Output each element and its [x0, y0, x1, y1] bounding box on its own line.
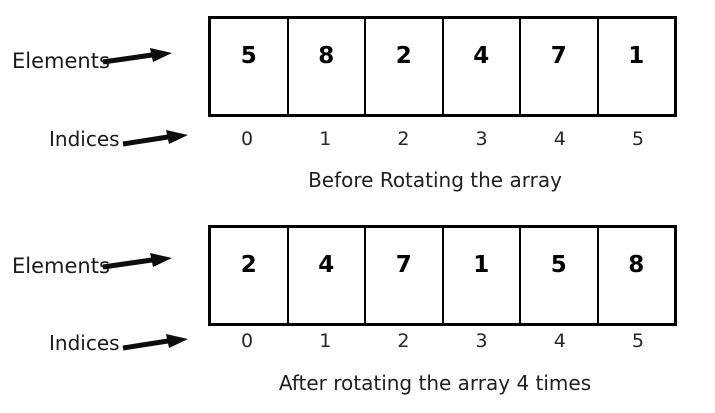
array-cell: 1: [441, 228, 520, 323]
index-value: 5: [631, 128, 644, 150]
array-cell: 5: [519, 228, 597, 323]
index-value: 0: [241, 330, 254, 352]
index-value: 1: [319, 330, 332, 352]
array-cell: 7: [364, 228, 442, 323]
indices-row-after: 0 1 2 3 4 5: [208, 330, 677, 352]
caption-after: After rotating the array 4 times: [278, 371, 592, 395]
elements-arrow-icon: [102, 48, 172, 65]
indices-label-before: Indices: [49, 127, 120, 151]
index-value: 3: [475, 330, 488, 352]
elements-label-after: Elements: [12, 254, 110, 278]
array-cell: 5: [240, 43, 257, 69]
indices-label-after: Indices: [49, 331, 120, 355]
array-before: 5 8 2 4 7 1: [208, 16, 677, 117]
indices-arrow-icon: [122, 334, 188, 351]
indices-row-before: 0 1 2 3 4 5: [208, 128, 677, 150]
index-value: 5: [631, 330, 644, 352]
array-cell: 8: [596, 228, 675, 323]
array-cell: 7: [519, 19, 597, 114]
array-cell: 4: [286, 228, 365, 323]
index-value: 4: [553, 330, 566, 352]
index-value: 4: [553, 128, 566, 150]
index-value: 2: [397, 330, 410, 352]
array-cell: 8: [286, 19, 365, 114]
array-cell: 2: [364, 19, 442, 114]
elements-arrow-icon: [102, 253, 172, 270]
elements-label-before: Elements: [12, 49, 110, 73]
indices-arrow-icon: [122, 130, 188, 147]
array-after: 2 4 7 1 5 8: [208, 225, 677, 326]
index-value: 1: [319, 128, 332, 150]
array-cell: 4: [441, 19, 520, 114]
index-value: 3: [475, 128, 488, 150]
array-cell: 2: [240, 252, 257, 278]
index-value: 2: [397, 128, 410, 150]
caption-before: Before Rotating the array: [308, 168, 562, 192]
array-cell: 1: [596, 19, 675, 114]
index-value: 0: [241, 128, 254, 150]
